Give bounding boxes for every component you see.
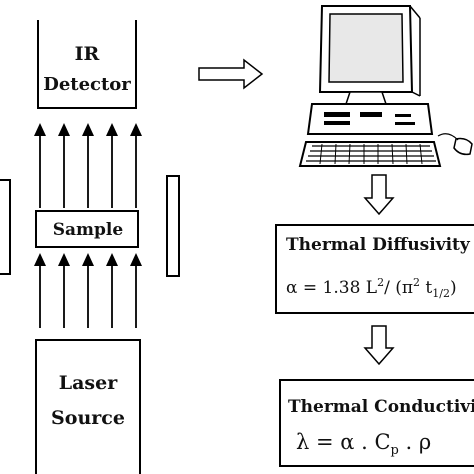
up-arrow-icon (58, 123, 70, 208)
up-arrow-icon (82, 123, 94, 208)
right-arrow-icon (198, 58, 264, 90)
up-arrow-icon (58, 253, 70, 328)
thermal-diffusivity-box: Thermal Diffusivity α = 1.38 L2/ (π2 t1/… (275, 224, 474, 314)
sample-box: Sample (35, 210, 139, 248)
upper-up-arrows (34, 123, 142, 208)
thermal-conductivity-formula: λ = α . Cp . ρ (296, 430, 431, 458)
down-arrow-icon (363, 325, 395, 366)
up-arrow-icon (130, 123, 142, 208)
right-furnace-wall (166, 175, 180, 277)
computer-icon (298, 5, 473, 167)
ir-detector-label-line2: Detector (43, 74, 131, 95)
up-arrow-icon (82, 253, 94, 328)
up-arrow-icon (106, 123, 118, 208)
laser-source-label-line1: Laser (59, 372, 118, 394)
ir-detector-box: IR Detector (37, 20, 137, 109)
laser-source-label-line2: Source (51, 407, 125, 429)
thermal-conductivity-title: Thermal Conductivity (288, 397, 474, 417)
thermal-diffusivity-title: Thermal Diffusivity (286, 235, 471, 255)
up-arrow-icon (34, 123, 46, 208)
ir-detector-label-line1: IR (75, 43, 100, 65)
thermal-conductivity-box: Thermal Conductivity λ = α . Cp . ρ (279, 379, 474, 467)
left-furnace-wall (0, 179, 11, 275)
laser-source-box: Laser Source (35, 339, 141, 474)
thermal-diffusivity-formula: α = 1.38 L2/ (π2 t1/2) (286, 276, 457, 300)
lower-up-arrows (34, 253, 142, 328)
up-arrow-icon (34, 253, 46, 328)
down-arrow-icon (363, 174, 395, 216)
up-arrow-icon (130, 253, 142, 328)
up-arrow-icon (106, 253, 118, 328)
sample-label: Sample (53, 220, 124, 240)
